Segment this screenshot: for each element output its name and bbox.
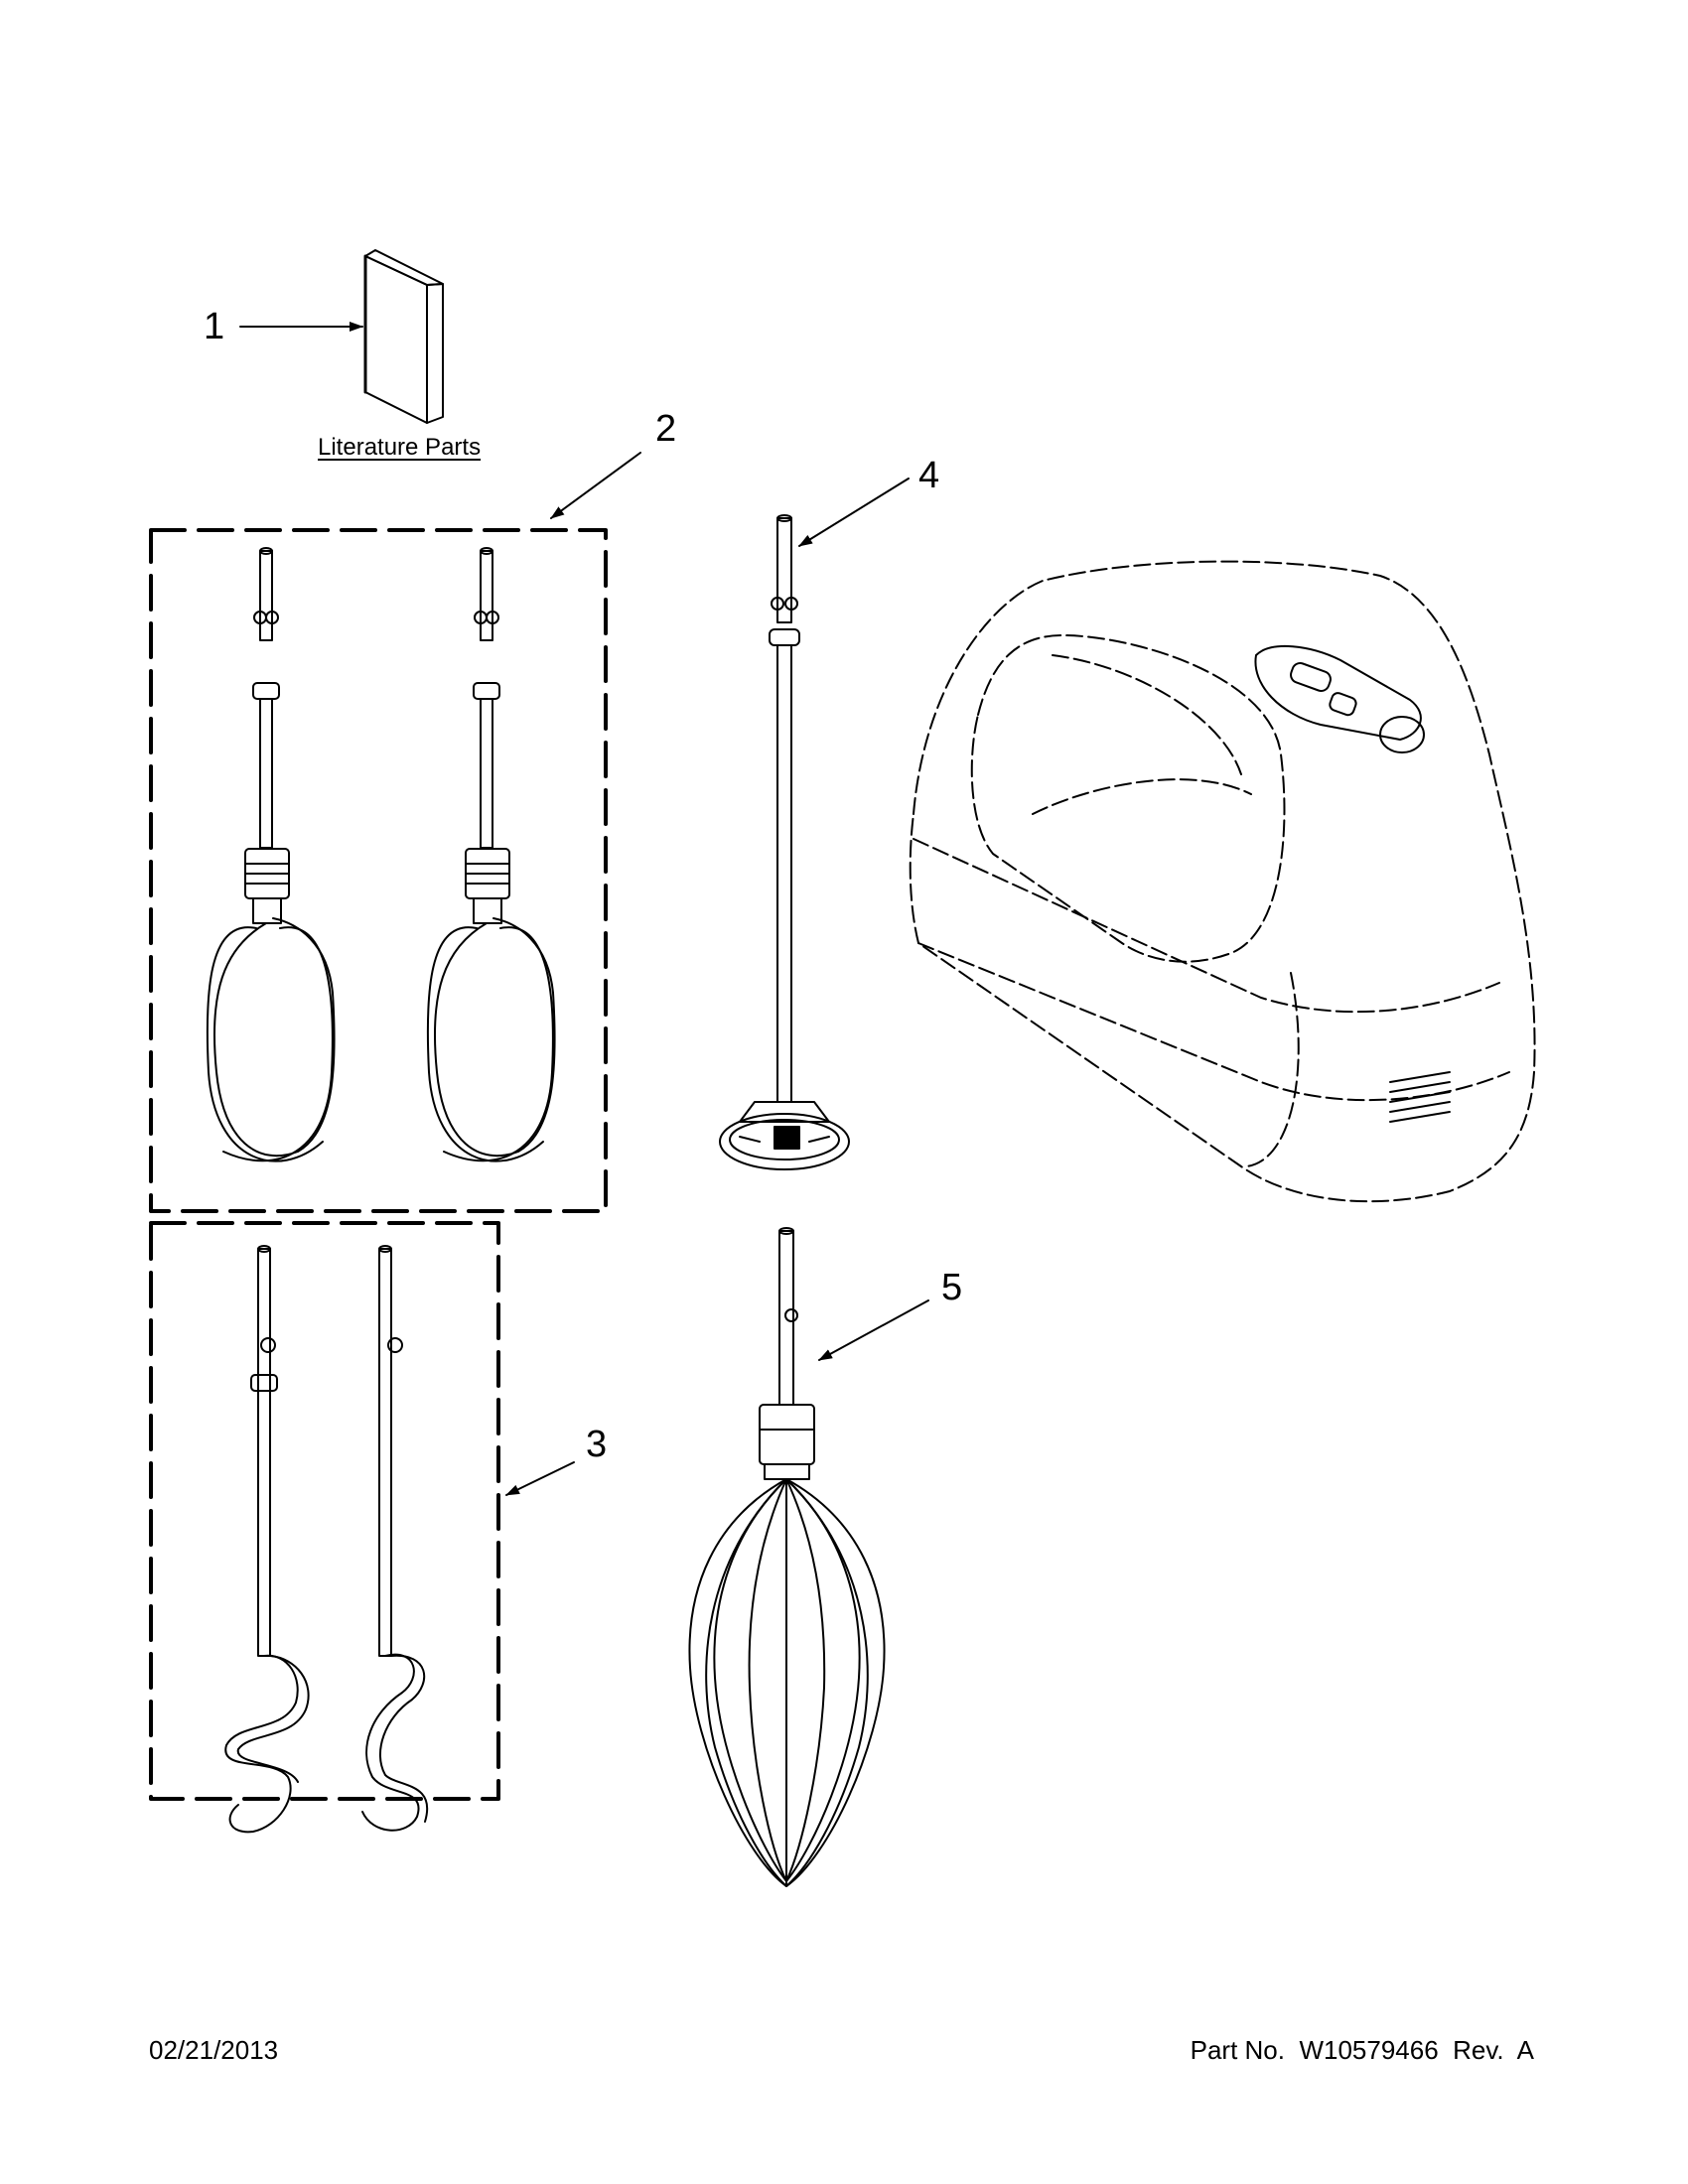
callout-3-leader — [505, 1461, 575, 1496]
literature-parts-label: Literature Parts — [318, 434, 482, 461]
mixer-vents — [1389, 1071, 1451, 1123]
callout-2-leader — [550, 452, 641, 519]
blending-rod — [719, 514, 850, 1170]
callout-4-leader — [798, 478, 910, 547]
callout-2: 2 — [655, 408, 677, 450]
part-2-group-box — [149, 528, 608, 1213]
hand-mixer-body — [909, 560, 1536, 1203]
callout-1: 1 — [204, 306, 225, 347]
mixer-speed-control — [1254, 644, 1425, 753]
wire-whisk — [688, 1227, 886, 1887]
dough-hook-left — [224, 1245, 310, 1834]
callout-5-leader — [818, 1299, 929, 1361]
callout-3: 3 — [586, 1424, 608, 1465]
literature-booklet — [363, 249, 444, 424]
footer-date: 02/21/2013 — [149, 2035, 279, 2065]
beater-left — [206, 547, 336, 1162]
footer-part-number: Part No. W10579466 Rev. A — [1190, 2035, 1534, 2065]
callout-5: 5 — [941, 1267, 963, 1308]
dough-hook-right — [361, 1245, 429, 1832]
part-3-group-box — [149, 1221, 500, 1801]
callout-4: 4 — [918, 455, 940, 496]
beater-right — [426, 547, 556, 1162]
